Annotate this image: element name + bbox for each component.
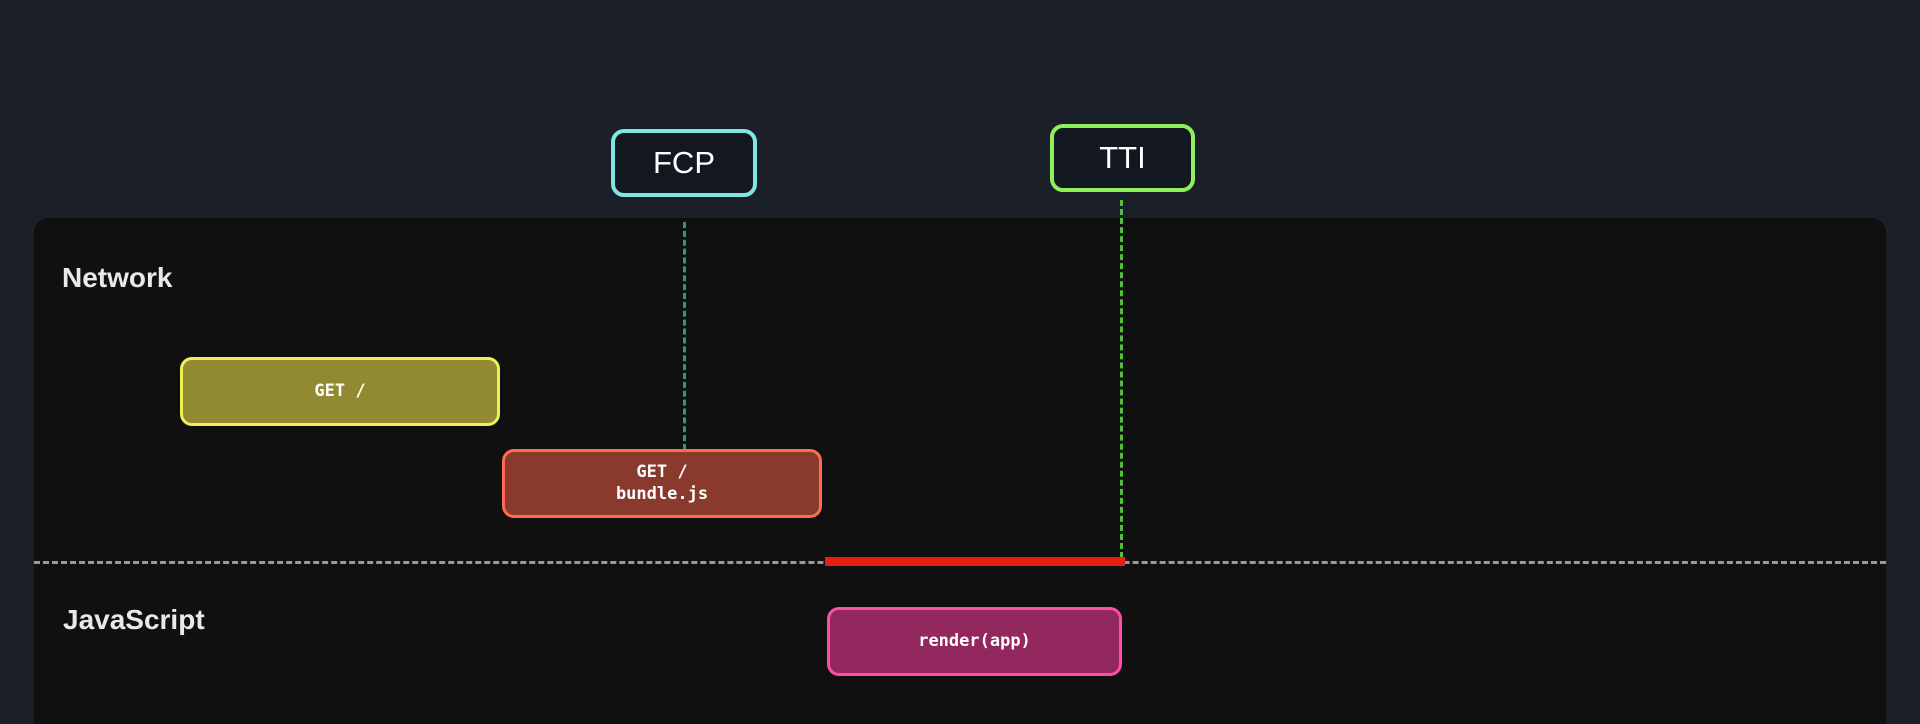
render-app-task: render(app)	[827, 607, 1122, 676]
tti-dashed-line	[1120, 200, 1123, 558]
fcp-marker: FCP	[611, 129, 757, 197]
get-root-request: GET /	[180, 357, 500, 426]
interactivity-gap-bar	[825, 557, 1125, 566]
get-bundle-request: GET / bundle.js	[502, 449, 822, 518]
tti-marker: TTI	[1050, 124, 1195, 192]
tti-label: TTI	[1099, 140, 1146, 175]
get-bundle-label: GET / bundle.js	[615, 462, 709, 504]
render-app-label: render(app)	[918, 630, 1031, 651]
network-lane-label: Network	[62, 262, 173, 293]
javascript-lane-label: JavaScript	[63, 604, 205, 635]
fcp-dashed-line	[683, 222, 686, 450]
fcp-label: FCP	[653, 145, 715, 180]
get-root-label: GET /	[314, 380, 366, 401]
